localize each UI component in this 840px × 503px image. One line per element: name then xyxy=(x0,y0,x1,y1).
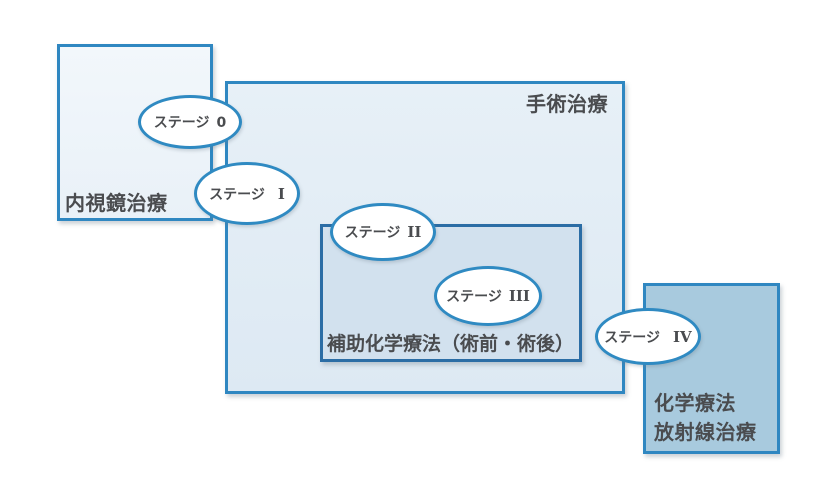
surgery-treatment-label: 手術治療 xyxy=(526,92,608,116)
stage-1-ellipse: ステージ I xyxy=(194,162,300,225)
stage-0-label: ステージ 0 xyxy=(154,112,226,132)
radiation-label-line: 放射線治療 xyxy=(654,420,757,444)
stage-0-ellipse: ステージ 0 xyxy=(138,95,242,149)
chemo-radiation-label: 化学療法 放射線治療 xyxy=(654,389,757,447)
stage-1-numeral: I xyxy=(277,184,285,203)
stage-2-ellipse: ステージ II xyxy=(330,203,436,261)
stage-1-prefix: ステージ xyxy=(209,186,265,203)
chemotherapy-label-line: 化学療法 xyxy=(654,391,736,415)
chemo-radiation-box: 化学療法 放射線治療 xyxy=(643,283,780,454)
stage-3-prefix: ステージ xyxy=(446,289,502,305)
endoscopic-treatment-label: 内視鏡治療 xyxy=(65,191,168,215)
stage-4-numeral: IV xyxy=(673,327,692,346)
stage-2-numeral: II xyxy=(407,223,422,241)
stage-2-prefix: ステージ xyxy=(344,225,401,241)
stage-4-ellipse: ステージ IV xyxy=(595,308,701,365)
stage-0-numeral: 0 xyxy=(216,115,227,131)
adjuvant-chemotherapy-label: 補助化学療法（術前・術後） xyxy=(327,333,575,356)
stage-3-numeral: III xyxy=(508,287,530,305)
stage-3-label: ステージ III xyxy=(446,286,530,306)
stage-4-label: ステージ IV xyxy=(604,327,691,347)
stage-4-prefix: ステージ xyxy=(604,329,661,346)
stage-3-ellipse: ステージ III xyxy=(434,266,542,326)
stage-2-label: ステージ II xyxy=(345,222,422,242)
stage-1-label: ステージ I xyxy=(209,184,285,204)
stage-0-prefix: ステージ xyxy=(153,115,210,131)
